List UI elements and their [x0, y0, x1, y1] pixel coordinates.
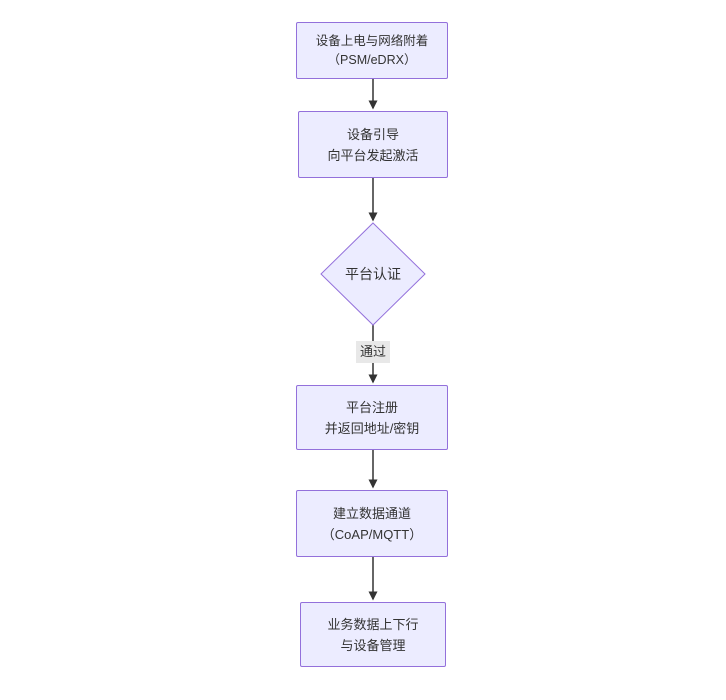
node-line: （PSM/eDRX） [327, 52, 417, 67]
node-line: 设备上电与网络附着 [315, 33, 429, 48]
node-line: 业务数据上下行 [327, 616, 419, 632]
node-line: 设备引导 [346, 126, 399, 142]
node-line: （CoAP/MQTT） [321, 526, 423, 542]
node-line: 与设备管理 [340, 637, 406, 653]
node-line: 平台认证 [345, 266, 401, 282]
node-platform-register: 平台注册 并返回地址/密钥 [296, 385, 448, 450]
edge-label-pass: 通过 [355, 341, 391, 363]
node-line: 建立数据通道 [332, 505, 411, 521]
edge-label-text: 通过 [359, 344, 387, 359]
node-device-bootstrap: 设备引导 向平台发起激活 [298, 111, 448, 178]
node-line: 向平台发起激活 [327, 147, 419, 163]
node-line: 并返回地址/密钥 [324, 420, 420, 436]
decision-label-platform-auth: 平台认证 [321, 223, 425, 325]
node-power-on-network-attach: 设备上电与网络附着 （PSM/eDRX） [296, 22, 448, 79]
decision-diamond-platform-auth [320, 222, 426, 326]
node-business-data-device-mgmt: 业务数据上下行 与设备管理 [300, 602, 446, 667]
node-establish-data-channel: 建立数据通道 （CoAP/MQTT） [296, 490, 448, 557]
node-line: 平台注册 [345, 399, 398, 415]
